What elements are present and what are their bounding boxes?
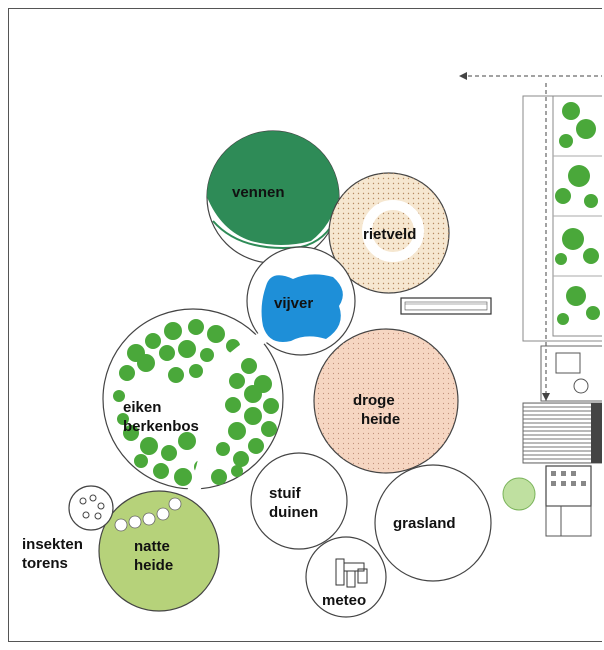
zone-meteo: meteo [305, 536, 387, 618]
zone-eiken-berkenbos: eiken berkenbos [102, 308, 284, 499]
label-torens: torens [22, 555, 68, 572]
label-vennen: vennen [232, 184, 285, 201]
zone-natte-heide: natte heide [98, 490, 220, 612]
label-droge: droge [353, 392, 395, 409]
label-duinen: duinen [269, 504, 318, 521]
label-natte: natte [134, 538, 170, 555]
garden-plan-diagram: vennen rietveld vijver eiken berkenbos [22, 72, 602, 618]
zone-stuif-duinen: stuif duinen [250, 452, 348, 550]
meteo-station-icon [335, 558, 368, 588]
label-grasland: grasland [393, 515, 456, 532]
zone-rietveld: rietveld [328, 172, 450, 294]
label-berkenbos: berkenbos [123, 418, 199, 435]
label-stuif: stuif [269, 485, 302, 502]
label-eiken: eiken [123, 399, 161, 416]
label-insekten: insekten [22, 536, 83, 553]
zone-droge-heide: droge heide [313, 328, 459, 474]
label-droge-heide: heide [361, 411, 400, 428]
zone-grasland: grasland [374, 464, 492, 582]
building-plan [400, 72, 602, 537]
label-rietveld: rietveld [363, 226, 416, 243]
label-vijver: vijver [274, 295, 313, 312]
zone-vennen: vennen [206, 130, 340, 264]
zone-vijver: vijver [246, 246, 356, 356]
site-plan-frame: vennen rietveld vijver eiken berkenbos [8, 8, 602, 642]
stepping-stones [114, 497, 182, 532]
zone-insekten-torens: insekten torens [22, 485, 114, 572]
label-natte-heide: heide [134, 557, 173, 574]
label-meteo: meteo [322, 592, 366, 609]
